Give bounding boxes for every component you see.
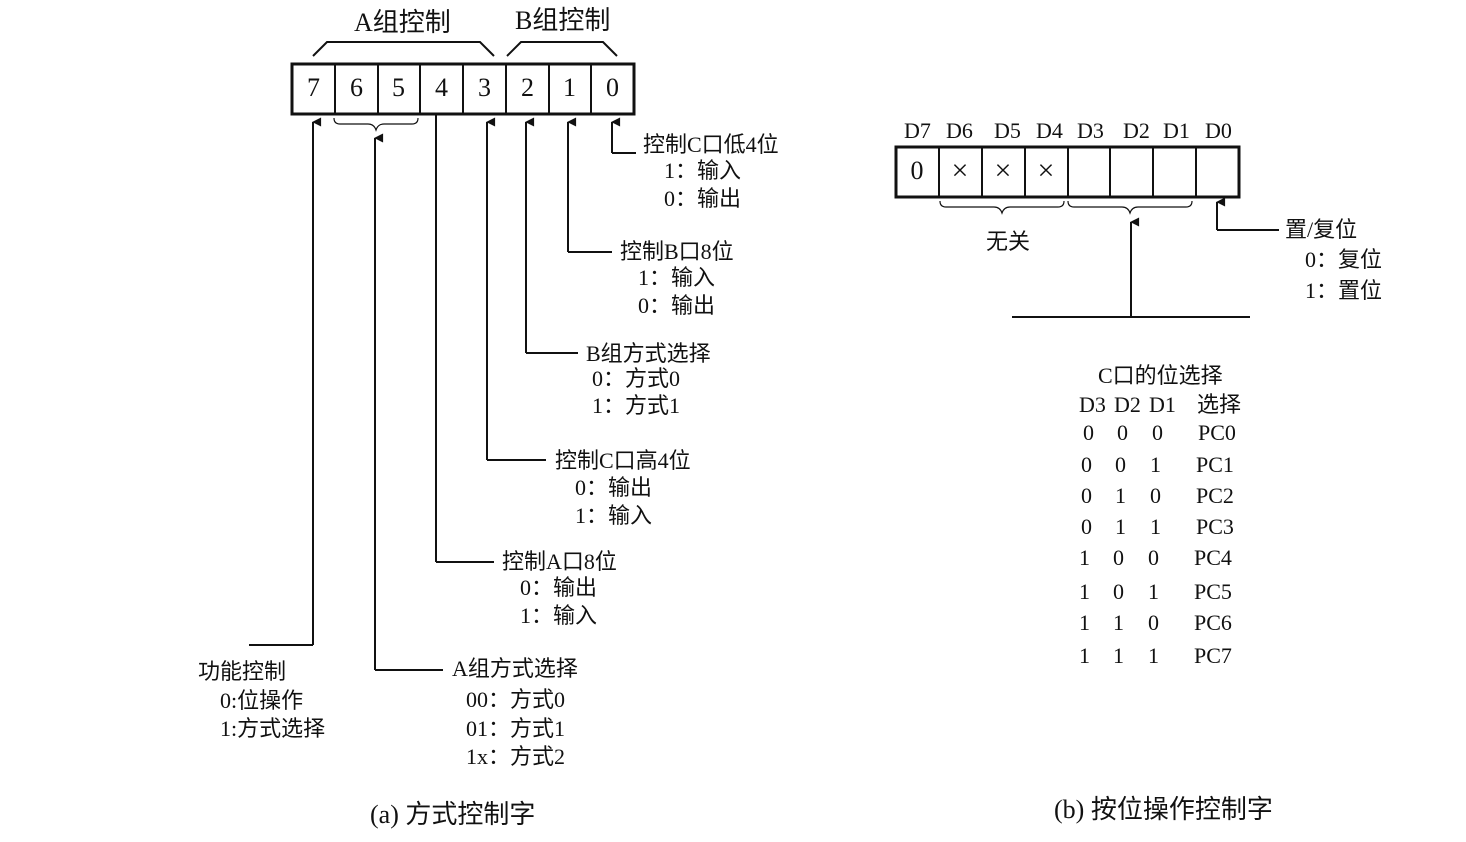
header-d5: D5 (994, 118, 1021, 143)
bit-5-cell: 5 (392, 73, 405, 102)
group-b-bracket (506, 41, 618, 57)
table-cell: 1 (1148, 643, 1159, 668)
table-cell: 1 (1150, 452, 1161, 477)
group-b-label: B组控制 (515, 6, 611, 35)
set-reset-line2: 1：置位 (1305, 278, 1383, 303)
cell-d0 (1196, 147, 1238, 195)
table-cell: PC7 (1194, 643, 1232, 668)
bit1-title: 控制B口8位 (620, 239, 734, 264)
table-cell: 1 (1079, 579, 1090, 604)
dont-care-brace (939, 200, 1065, 215)
cell-d4: × (1037, 154, 1055, 187)
table-cell: 1 (1150, 514, 1161, 539)
table-cell: 0 (1117, 420, 1128, 445)
table-cell: 0 (1150, 483, 1161, 508)
cell-d1 (1153, 147, 1195, 195)
table-cell: 0 (1113, 579, 1124, 604)
header-d6: D6 (946, 118, 973, 143)
table-cell: 0 (1083, 420, 1094, 445)
bit-3-cell: 3 (478, 73, 491, 102)
bit3-line2: 1：输入 (575, 503, 653, 528)
bit2-title: B组方式选择 (586, 341, 711, 366)
set-reset-title: 置/复位 (1285, 217, 1358, 242)
bit0-line2: 0：输出 (664, 186, 742, 211)
group-a-label: A组控制 (354, 8, 451, 37)
header-d3: D3 (1077, 118, 1104, 143)
bit0-title: 控制C口低4位 (643, 132, 779, 157)
table-cell: 0 (1081, 514, 1092, 539)
table-cell: PC5 (1194, 579, 1232, 604)
table-cell: 0 (1081, 452, 1092, 477)
table-cell: PC6 (1194, 610, 1232, 635)
bit65-line2: 01：方式1 (466, 716, 566, 741)
table-cell: 1 (1115, 514, 1126, 539)
cell-d6: × (951, 154, 969, 187)
caption-b: (b) 按位操作控制字 (1054, 795, 1273, 824)
bit3-title: 控制C口高4位 (555, 448, 691, 473)
table-cell: 1 (1115, 483, 1126, 508)
bit7-title: 功能控制 (198, 659, 287, 684)
bit7-line1: 0:位操作 (220, 688, 304, 713)
bit-1-cell: 1 (563, 73, 576, 102)
table-header-d3: D3 (1079, 392, 1106, 417)
bit-4-cell: 4 (435, 73, 448, 102)
cell-d7: 0 (910, 156, 924, 185)
table-cell: PC0 (1198, 420, 1236, 445)
table-cell: 1 (1079, 545, 1090, 570)
table-header-d1: D1 (1149, 392, 1176, 417)
table-cell: PC4 (1194, 545, 1232, 570)
table-cell: PC3 (1196, 514, 1234, 539)
table-cell: 0 (1148, 610, 1159, 635)
bit-7-cell: 7 (307, 73, 320, 102)
table-cell: 0 (1113, 545, 1124, 570)
bit4-line1: 0：输出 (520, 575, 598, 600)
table-cell: 1 (1079, 643, 1090, 668)
table-cell: PC2 (1196, 483, 1234, 508)
table-cell: 1 (1113, 643, 1124, 668)
bit2-line1: 0：方式0 (592, 366, 681, 391)
bit-6-cell: 6 (350, 73, 363, 102)
header-d2: D2 (1123, 118, 1150, 143)
table-header-d2: D2 (1114, 392, 1141, 417)
group-a-bracket (312, 41, 495, 57)
bit7-line2: 1:方式选择 (220, 716, 326, 741)
bit65-title: A组方式选择 (452, 656, 578, 681)
table-cell: 0 (1148, 545, 1159, 570)
bit1-line1: 1：输入 (638, 265, 716, 290)
table-cell: 1 (1113, 610, 1124, 635)
table-cell: 1 (1148, 579, 1159, 604)
table-cell: 1 (1079, 610, 1090, 635)
table-cell: 0 (1152, 420, 1163, 445)
table-cell: PC1 (1196, 452, 1234, 477)
bit3-line1: 0：输出 (575, 475, 653, 500)
bit-0-cell: 0 (606, 73, 619, 102)
table-cell: 0 (1081, 483, 1092, 508)
caption-a: (a) 方式控制字 (370, 800, 536, 829)
bit65-line3: 1x：方式2 (466, 744, 566, 769)
dont-care-label: 无关 (986, 229, 1031, 254)
table-header-select: 选择 (1197, 392, 1242, 417)
bit-select-table-title: C口的位选择 (1098, 363, 1223, 388)
set-reset-line1: 0：复位 (1305, 247, 1383, 272)
cell-d2 (1110, 147, 1152, 195)
header-d1: D1 (1163, 118, 1190, 143)
header-d0: D0 (1205, 118, 1232, 143)
bits-6-5-brace (333, 117, 419, 132)
header-d7: D7 (904, 118, 931, 143)
bit-2-cell: 2 (521, 73, 534, 102)
cell-d5: × (994, 154, 1012, 187)
bit4-line2: 1：输入 (520, 603, 598, 628)
bit2-line2: 1：方式1 (592, 393, 681, 418)
bit0-line1: 1：输入 (664, 158, 742, 183)
cell-d3 (1068, 147, 1110, 195)
table-cell: 0 (1115, 452, 1126, 477)
bit1-line2: 0：输出 (638, 293, 716, 318)
header-d4: D4 (1036, 118, 1063, 143)
bit-select-brace (1067, 200, 1193, 215)
bit4-title: 控制A口8位 (502, 549, 617, 574)
bit65-line1: 00：方式0 (466, 687, 566, 712)
